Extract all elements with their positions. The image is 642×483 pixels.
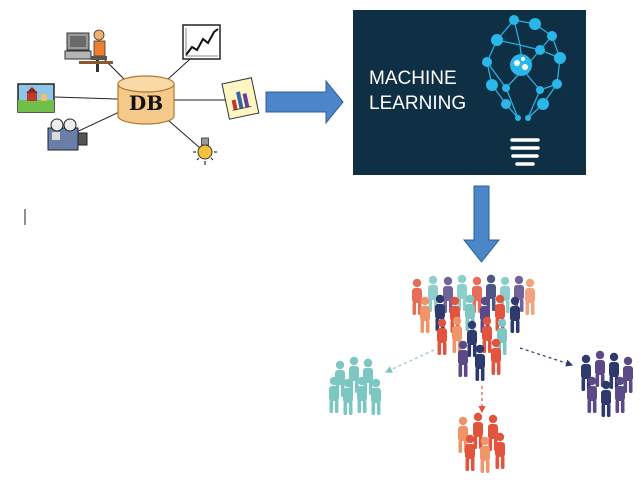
arrow-to-navy-cluster [519, 347, 574, 367]
database-label: DB [129, 91, 163, 115]
navy-cluster [581, 350, 633, 417]
ml-title-line1: MACHINE [369, 68, 457, 89]
landscape-picture-icon [17, 83, 55, 113]
computer-operator-icon [64, 29, 113, 72]
brain-lightbulb-icon [482, 15, 566, 166]
teal-cluster [329, 356, 381, 415]
arrow-to-teal-cluster [384, 349, 435, 373]
crowd-lead-row [458, 338, 501, 381]
cluster-arrows [384, 347, 574, 414]
machine-learning-panel: MACHINE LEARNING [353, 10, 586, 175]
line-graph-icon [182, 24, 221, 60]
film-camera-icon [47, 118, 88, 151]
people-crowd-icon [412, 274, 535, 381]
database-cylinder: DB [117, 75, 175, 125]
bar-chart-report-icon [221, 77, 260, 120]
arrow-to-machine-learning [265, 79, 344, 125]
arrow-to-clustering [462, 185, 501, 263]
red-cluster [458, 412, 505, 473]
lightbulb-idea-icon [193, 137, 217, 165]
ml-title-line2: LEARNING [369, 93, 466, 114]
